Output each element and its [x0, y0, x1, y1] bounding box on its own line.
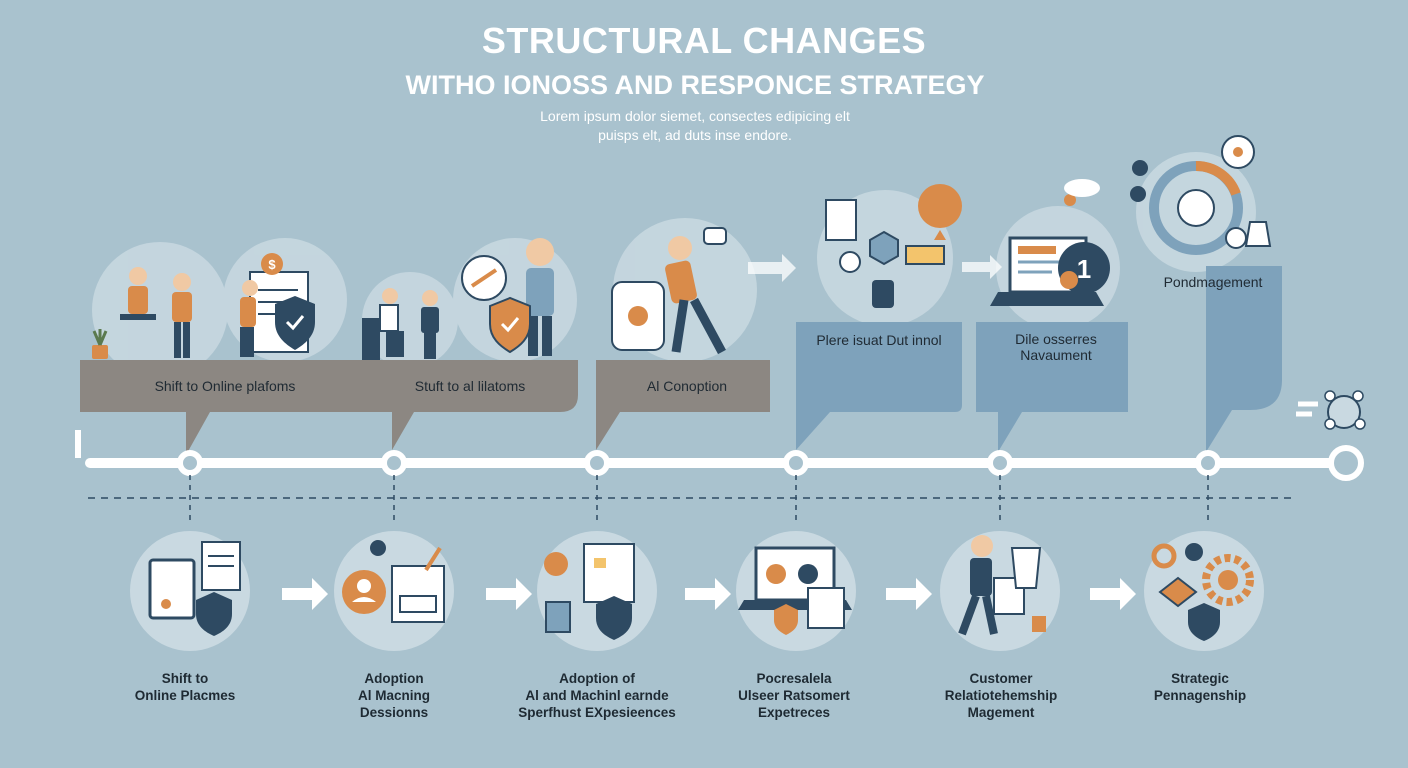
step-arrow-1: [282, 578, 328, 610]
gray-callouts: [80, 360, 770, 455]
timeline: [75, 390, 1366, 481]
step-arrow-4: [886, 578, 932, 610]
step-label-2-line-1: Adoption: [364, 671, 424, 686]
dashed-connectors: [189, 475, 1209, 524]
step-icon-4-personalized-screen: [738, 546, 852, 635]
step-label-3: Adoption of Al and Machinl earnde Sperfh…: [507, 670, 687, 721]
timeline-end-network-icon: [1296, 390, 1366, 430]
timeline-node-4: [783, 450, 809, 476]
timeline-end-node: [1328, 445, 1364, 481]
step-label-5-line-3: Magement: [967, 705, 1035, 720]
svg-text:$: $: [268, 257, 276, 272]
intro-line-2: puisps elt, ad duts inse endore.: [598, 127, 792, 143]
step-icon-2-ai-documents: [342, 540, 445, 623]
callout-label-6: Pondmagement: [1163, 274, 1263, 290]
timeline-node-1: [177, 450, 203, 476]
intro-text: Lorem ipsum dolor siemet, consectes edip…: [0, 107, 1390, 145]
step-arrow-5: [1090, 578, 1136, 610]
step-label-1-line-2: Online Placmes: [134, 688, 236, 703]
step-icon-6-strategic-gears: [1151, 543, 1254, 641]
step-label-2-line-3: Dessionns: [359, 705, 429, 720]
upper-arrow-1: [748, 254, 796, 282]
step-label-4-line-2: Ulseer Ratsomert: [738, 688, 850, 703]
callout-label-2: Stuft to al lilatoms: [414, 378, 526, 394]
people-desk-icon: [92, 267, 192, 359]
page-subtitle: WITHO IONOSS AND RESPONCE STRATEGY: [405, 70, 985, 100]
step-label-1-line-1: Shift to: [161, 671, 209, 686]
step-label-4-line-3: Expetreces: [757, 705, 831, 720]
step-label-4: Pocresalela Ulseer Ratsomert Expetreces: [704, 670, 884, 721]
step-icon-5-customer-relationship: [958, 535, 1046, 636]
intro-line-1: Lorem ipsum dolor siemet, consectes edip…: [540, 108, 850, 124]
callout-label-5-line-2: Navaument: [1020, 347, 1092, 363]
step-label-3-line-1: Adoption of: [559, 671, 635, 686]
callout-6-shape: [1144, 266, 1282, 452]
callout-2-shape: [362, 360, 578, 450]
upper-figures: $: [92, 135, 1272, 360]
document-shield-icon: $: [240, 253, 315, 357]
step-icon-3-ai-experience: [544, 543, 635, 640]
step-label-2: Adoption Al Macning Dessionns: [304, 670, 484, 721]
timeline-node-6: [1195, 450, 1221, 476]
step-label-3-line-2: Al and Machinl earnde: [525, 688, 669, 703]
callout-1-shape: [80, 360, 366, 455]
callout-label-5-line-1: Dile osserres: [1015, 331, 1097, 347]
bottom-arrows: [282, 578, 1136, 610]
step-arrow-3: [685, 578, 731, 610]
step-label-5-line-2: Relatiotehemship: [944, 688, 1058, 703]
blue-callouts: [796, 266, 1282, 452]
callout-4-shape: [796, 322, 962, 450]
illustration-circle-1: [92, 242, 228, 378]
data-network-icon: [825, 184, 962, 308]
callout-label-4: Plere isuat Dut innol: [816, 332, 942, 348]
callout-5-shape: [976, 322, 1128, 452]
timeline-node-2: [381, 450, 407, 476]
callout-label-3: Al Conoption: [646, 378, 728, 394]
callout-label-1: Shift to Online plafoms: [154, 378, 296, 394]
upper-arrows: [748, 254, 1002, 282]
step-label-3-line-3: Sperfhust EXpesieences: [518, 705, 676, 720]
person-shield-icon: [461, 238, 554, 356]
laptop-finance-icon: 1: [990, 179, 1110, 306]
callout-label-5: Dile osserres Navaument: [976, 331, 1136, 363]
svg-text:1: 1: [1077, 254, 1091, 284]
step-label-6-line-2: Pennagenship: [1153, 688, 1247, 703]
page-title: STRUCTURAL CHANGES: [481, 20, 927, 61]
step-arrow-2: [486, 578, 532, 610]
step-label-5: Customer Relatiotehemship Magement: [911, 670, 1091, 721]
timeline-node-5: [987, 450, 1013, 476]
upper-arrow-2: [962, 255, 1002, 279]
step-icon-1-tablet-shield: [148, 541, 241, 636]
callout-3-shape: [596, 360, 770, 450]
step-label-4-line-1: Pocresalela: [756, 671, 832, 686]
collaboration-icon: [362, 288, 439, 360]
ai-device-icon: [611, 227, 727, 355]
step-label-5-line-1: Customer: [969, 671, 1033, 686]
step-label-1: Shift to Online Placmes: [95, 670, 275, 704]
step-label-2-line-2: Al Macning: [357, 688, 430, 703]
strategy-gear-icon: [1130, 135, 1272, 255]
step-label-6: Strategic Pennagenship: [1110, 670, 1290, 704]
step-label-6-line-1: Strategic: [1171, 671, 1229, 686]
timeline-node-3: [584, 450, 610, 476]
